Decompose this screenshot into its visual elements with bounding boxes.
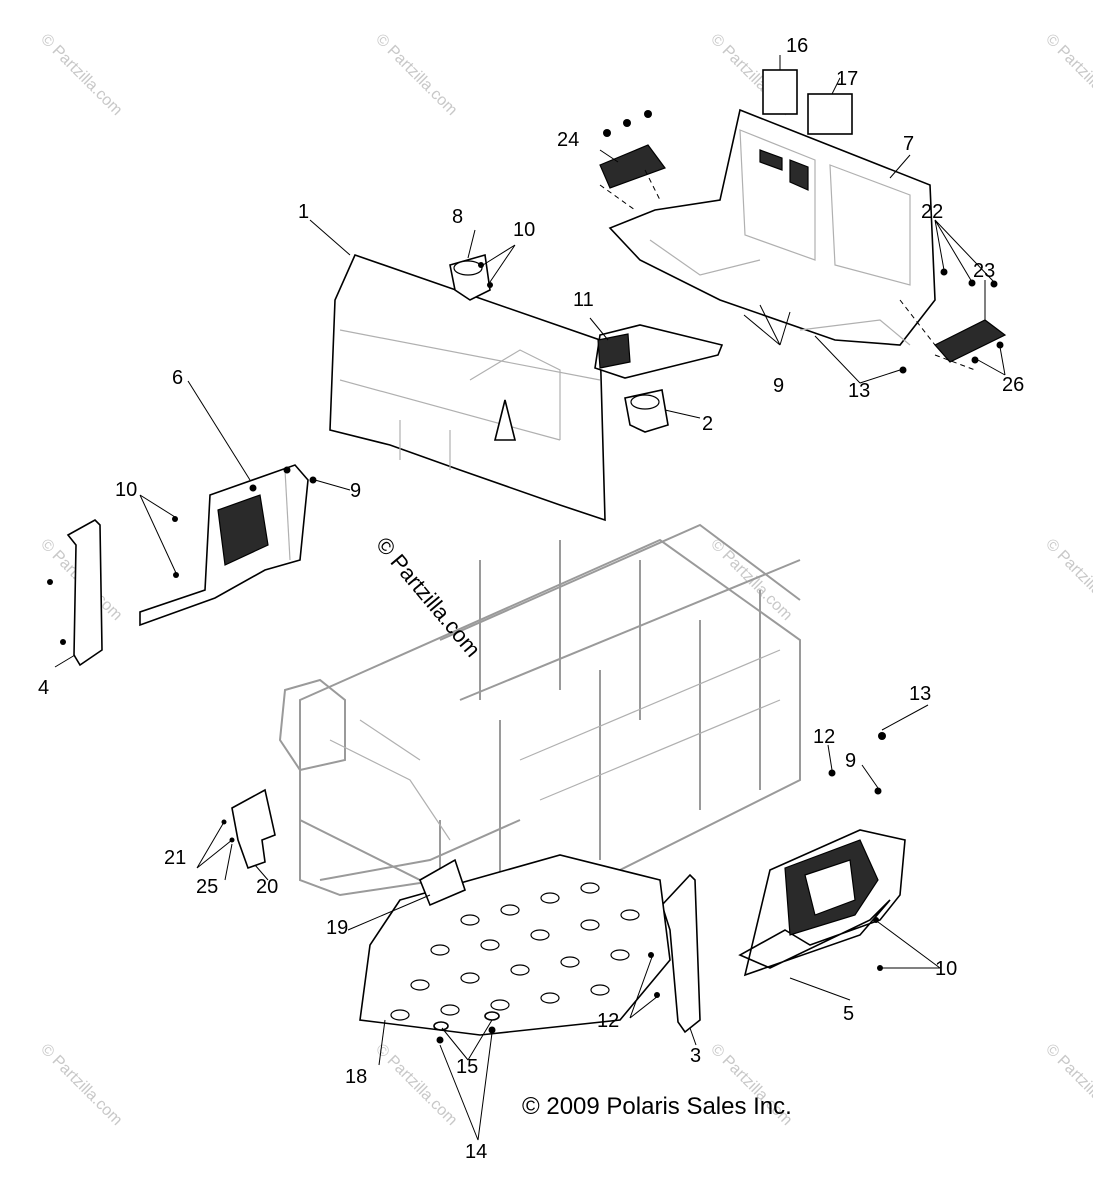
- part-20-plate: [231, 788, 276, 870]
- watermark: © Partzilla.com: [1042, 1041, 1093, 1129]
- callout-9-right: 9: [845, 750, 856, 772]
- copyright-notice: © 2009 Polaris Sales Inc.: [522, 1093, 792, 1120]
- watermark: © Partzilla.com: [37, 1041, 125, 1129]
- callout-24: 24: [557, 129, 579, 151]
- part-18-floor: [359, 854, 671, 1036]
- callout-10-top: 10: [513, 219, 535, 241]
- callout-4: 4: [38, 677, 49, 699]
- callout-16: 16: [786, 35, 808, 57]
- part-2-cupholder: [624, 389, 669, 433]
- callout-12-bottom: 12: [597, 1010, 619, 1032]
- callout-9-rear: 9: [773, 375, 784, 397]
- callout-10-right: 10: [935, 958, 957, 980]
- watermark: © Partzilla.com: [372, 1041, 460, 1129]
- callout-21: 21: [164, 847, 186, 869]
- callout-11: 11: [573, 289, 594, 311]
- watermark: © Partzilla.com: [37, 31, 125, 119]
- callout-26: 26: [1002, 374, 1024, 396]
- callout-10-left: 10: [115, 479, 137, 501]
- part-11-bracket: [594, 324, 724, 379]
- part-5-side-panel: [738, 829, 906, 977]
- part-3-pillar: [661, 873, 701, 1034]
- callout-18: 18: [345, 1066, 367, 1088]
- callout-12-right: 12: [813, 726, 835, 748]
- callout-23: 23: [973, 260, 995, 282]
- part-7-rear-panel: [608, 108, 936, 346]
- callout-15: 15: [456, 1056, 478, 1078]
- callout-13-right: 13: [909, 683, 931, 705]
- callout-17: 17: [836, 68, 858, 90]
- callout-19: 19: [326, 917, 348, 939]
- watermark: © Partzilla.com: [1042, 31, 1093, 119]
- watermark: © Partzilla.com: [372, 31, 460, 119]
- part-1-front-panel: [329, 254, 606, 522]
- vehicle-frame: [278, 523, 801, 902]
- callout-22: 22: [921, 201, 943, 223]
- assembly-lines: [599, 169, 976, 371]
- callout-2: 2: [702, 413, 713, 435]
- callout-8: 8: [452, 206, 463, 228]
- callout-25: 25: [196, 876, 218, 898]
- callout-7: 7: [903, 133, 914, 155]
- part-4-pillar: [66, 519, 103, 667]
- part-17-decal: [807, 93, 853, 135]
- callout-1: 1: [298, 201, 309, 223]
- callout-13-rear: 13: [848, 380, 870, 402]
- callout-20: 20: [256, 876, 278, 898]
- part-15-washer: [433, 1021, 449, 1031]
- part-24-bracket: [599, 144, 666, 189]
- part-6-side-panel: [139, 464, 309, 627]
- callout-6: 6: [172, 367, 183, 389]
- callout-3: 3: [690, 1045, 701, 1067]
- watermark: © Partzilla.com: [1042, 536, 1093, 624]
- part-16-decal: [762, 69, 798, 115]
- callout-9-left: 9: [350, 480, 361, 502]
- callout-14: 14: [465, 1141, 487, 1163]
- part-15-washer: [484, 1011, 500, 1021]
- fasteners: [47, 110, 1004, 1044]
- leader-lines: [54, 55, 1006, 1141]
- callouts: 1 2 3 4 5 6 7 8 9 9 9 10 10 10 11 12 12 …: [38, 35, 1024, 1163]
- floor-holes: [390, 882, 640, 1021]
- part-23-bracket: [934, 319, 1007, 363]
- callout-5: 5: [843, 1003, 854, 1025]
